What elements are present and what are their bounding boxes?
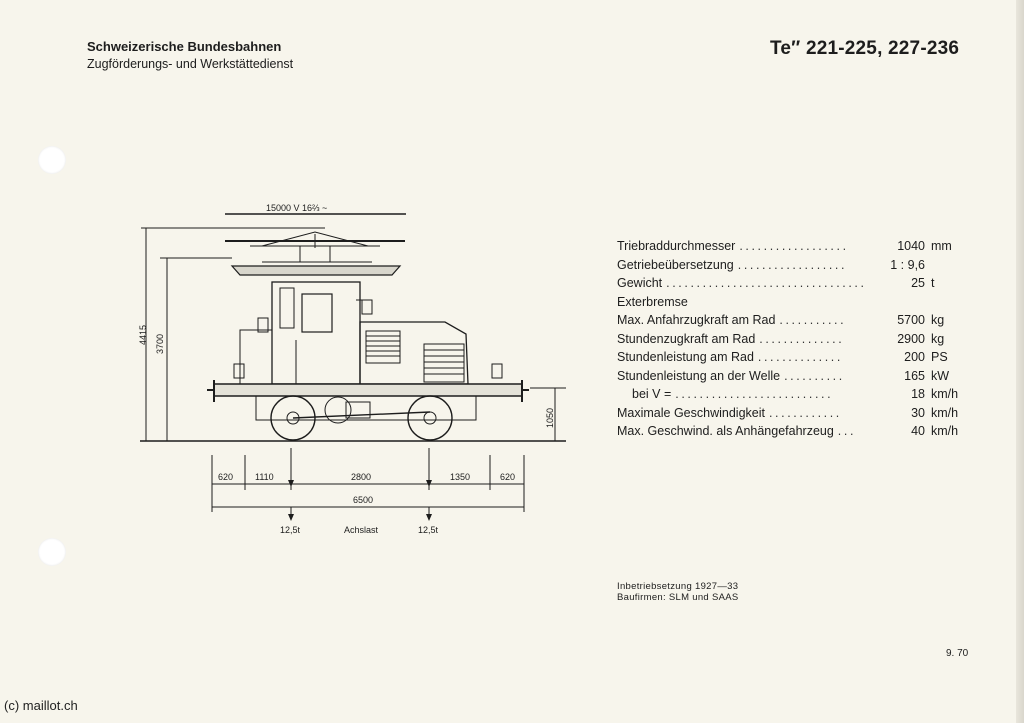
spec-value: 5700 [897, 313, 925, 328]
length-label-3: 2800 [351, 472, 371, 482]
length-label-2: 1110 [255, 472, 274, 482]
spec-unit: mm [931, 239, 952, 254]
punch-hole-bottom [38, 538, 66, 566]
spec-label: Max. Anfahrzugkraft am Rad [617, 313, 776, 328]
manufacturers-note: Baufirmen: SLM und SAAS [617, 592, 739, 603]
axle-load-label: Achslast [344, 525, 379, 535]
spec-label: Stundenleistung an der Welle [617, 368, 781, 383]
spec-row: Max. Anfahrzugkraft am Rad ........... 5… [617, 311, 969, 330]
spec-row: Max. Geschwind. als Anhängefahrzeug ... … [617, 422, 969, 441]
spec-leader: ... [837, 424, 857, 439]
spec-leader: .......... [784, 368, 845, 383]
commissioning-note: Inbetriebsetzung 1927—33 [617, 581, 739, 592]
spec-row: Stundenleistung an der Welle .......... … [617, 367, 969, 386]
axle-load-right: 12,5t [418, 525, 439, 535]
spec-value: 40 [911, 424, 925, 439]
axle-load-left: 12,5t [280, 525, 301, 535]
spec-label: Exterbremse [617, 294, 688, 309]
spec-row: Getriebeübersetzung .................. 1… [617, 256, 969, 275]
spec-row: Stundenzugkraft am Rad .............. 29… [617, 330, 969, 349]
spec-value: 25 [911, 276, 925, 291]
spec-leader: ........... [779, 313, 847, 328]
spec-leader: ............ [768, 405, 842, 420]
issue-date: 9. 70 [946, 648, 969, 659]
spec-leader: .............. [757, 350, 843, 365]
punch-hole-top [38, 146, 66, 174]
spec-leader: .............. [759, 331, 845, 346]
spec-value: 1 : 9,6 [890, 257, 925, 272]
spec-unit: km/h [931, 405, 959, 420]
spec-unit: kg [931, 313, 945, 328]
spec-label: Stundenleistung am Rad [617, 350, 754, 365]
spec-value: 18 [911, 387, 925, 402]
spec-unit: kW [931, 368, 950, 383]
total-length-label: 6500 [353, 495, 373, 505]
spec-unit: t [931, 276, 935, 291]
spec-row: bei V = .......................... 18 km… [617, 385, 969, 404]
spec-value: 165 [904, 368, 925, 383]
notes-block: Inbetriebsetzung 1927—33 Baufirmen: SLM … [617, 581, 738, 603]
spec-value: 200 [904, 350, 925, 365]
spec-label: Triebraddurchmesser [617, 239, 736, 254]
spec-row: Gewicht ................................… [617, 274, 969, 293]
spec-label: Getriebeübersetzung [617, 257, 734, 272]
spec-leader: ................................. [666, 276, 867, 291]
length-label-4: 1350 [450, 472, 470, 482]
organization-name: Schweizerische Bundesbahnen [87, 39, 282, 54]
spec-unit: PS [931, 350, 948, 365]
spec-unit: km/h [931, 387, 959, 402]
spec-leader: .................. [737, 257, 848, 272]
spec-label: Maximale Geschwindigkeit [617, 405, 765, 420]
spec-leader: .......................... [675, 387, 834, 402]
organization-block: Schweizerische Bundesbahnen Zugförderung… [87, 38, 293, 74]
department-name: Zugförderungs- und Werkstättedienst [87, 57, 294, 71]
page-edge [1016, 0, 1024, 723]
spec-row: Maximale Geschwindigkeit ............ 30… [617, 404, 969, 423]
spec-row: Triebraddurchmesser .................. 1… [617, 237, 969, 256]
catenary-label: 15000 V 16⅔ ~ [266, 203, 327, 213]
locomotive-title: Te″ 221-225, 227-236 [770, 38, 960, 59]
spec-label: Max. Geschwind. als Anhängefahrzeug [617, 424, 834, 439]
spec-label: Stundenzugkraft am Rad [617, 331, 756, 346]
spec-row: Exterbremse [617, 293, 969, 312]
length-label-5: 620 [500, 472, 515, 482]
body-height-label: 3700 [155, 334, 165, 354]
spec-unit: km/h [931, 424, 959, 439]
platform-height-label: 1050 [545, 408, 555, 428]
copyright-notice: (c) maillot.ch [4, 698, 78, 713]
spec-unit: kg [931, 331, 945, 346]
spec-label: bei V = [632, 387, 672, 402]
spec-value: 2900 [897, 331, 925, 346]
spec-value: 1040 [897, 239, 925, 254]
spec-row: Stundenleistung am Rad .............. 20… [617, 348, 969, 367]
length-label-1: 620 [218, 472, 233, 482]
spec-label: Gewicht [617, 276, 663, 291]
spec-table: Triebraddurchmesser .................. 1… [617, 237, 969, 441]
spec-leader: .................. [739, 239, 849, 254]
overall-height-label: 4415 [138, 325, 148, 345]
spec-value: 30 [911, 405, 925, 420]
